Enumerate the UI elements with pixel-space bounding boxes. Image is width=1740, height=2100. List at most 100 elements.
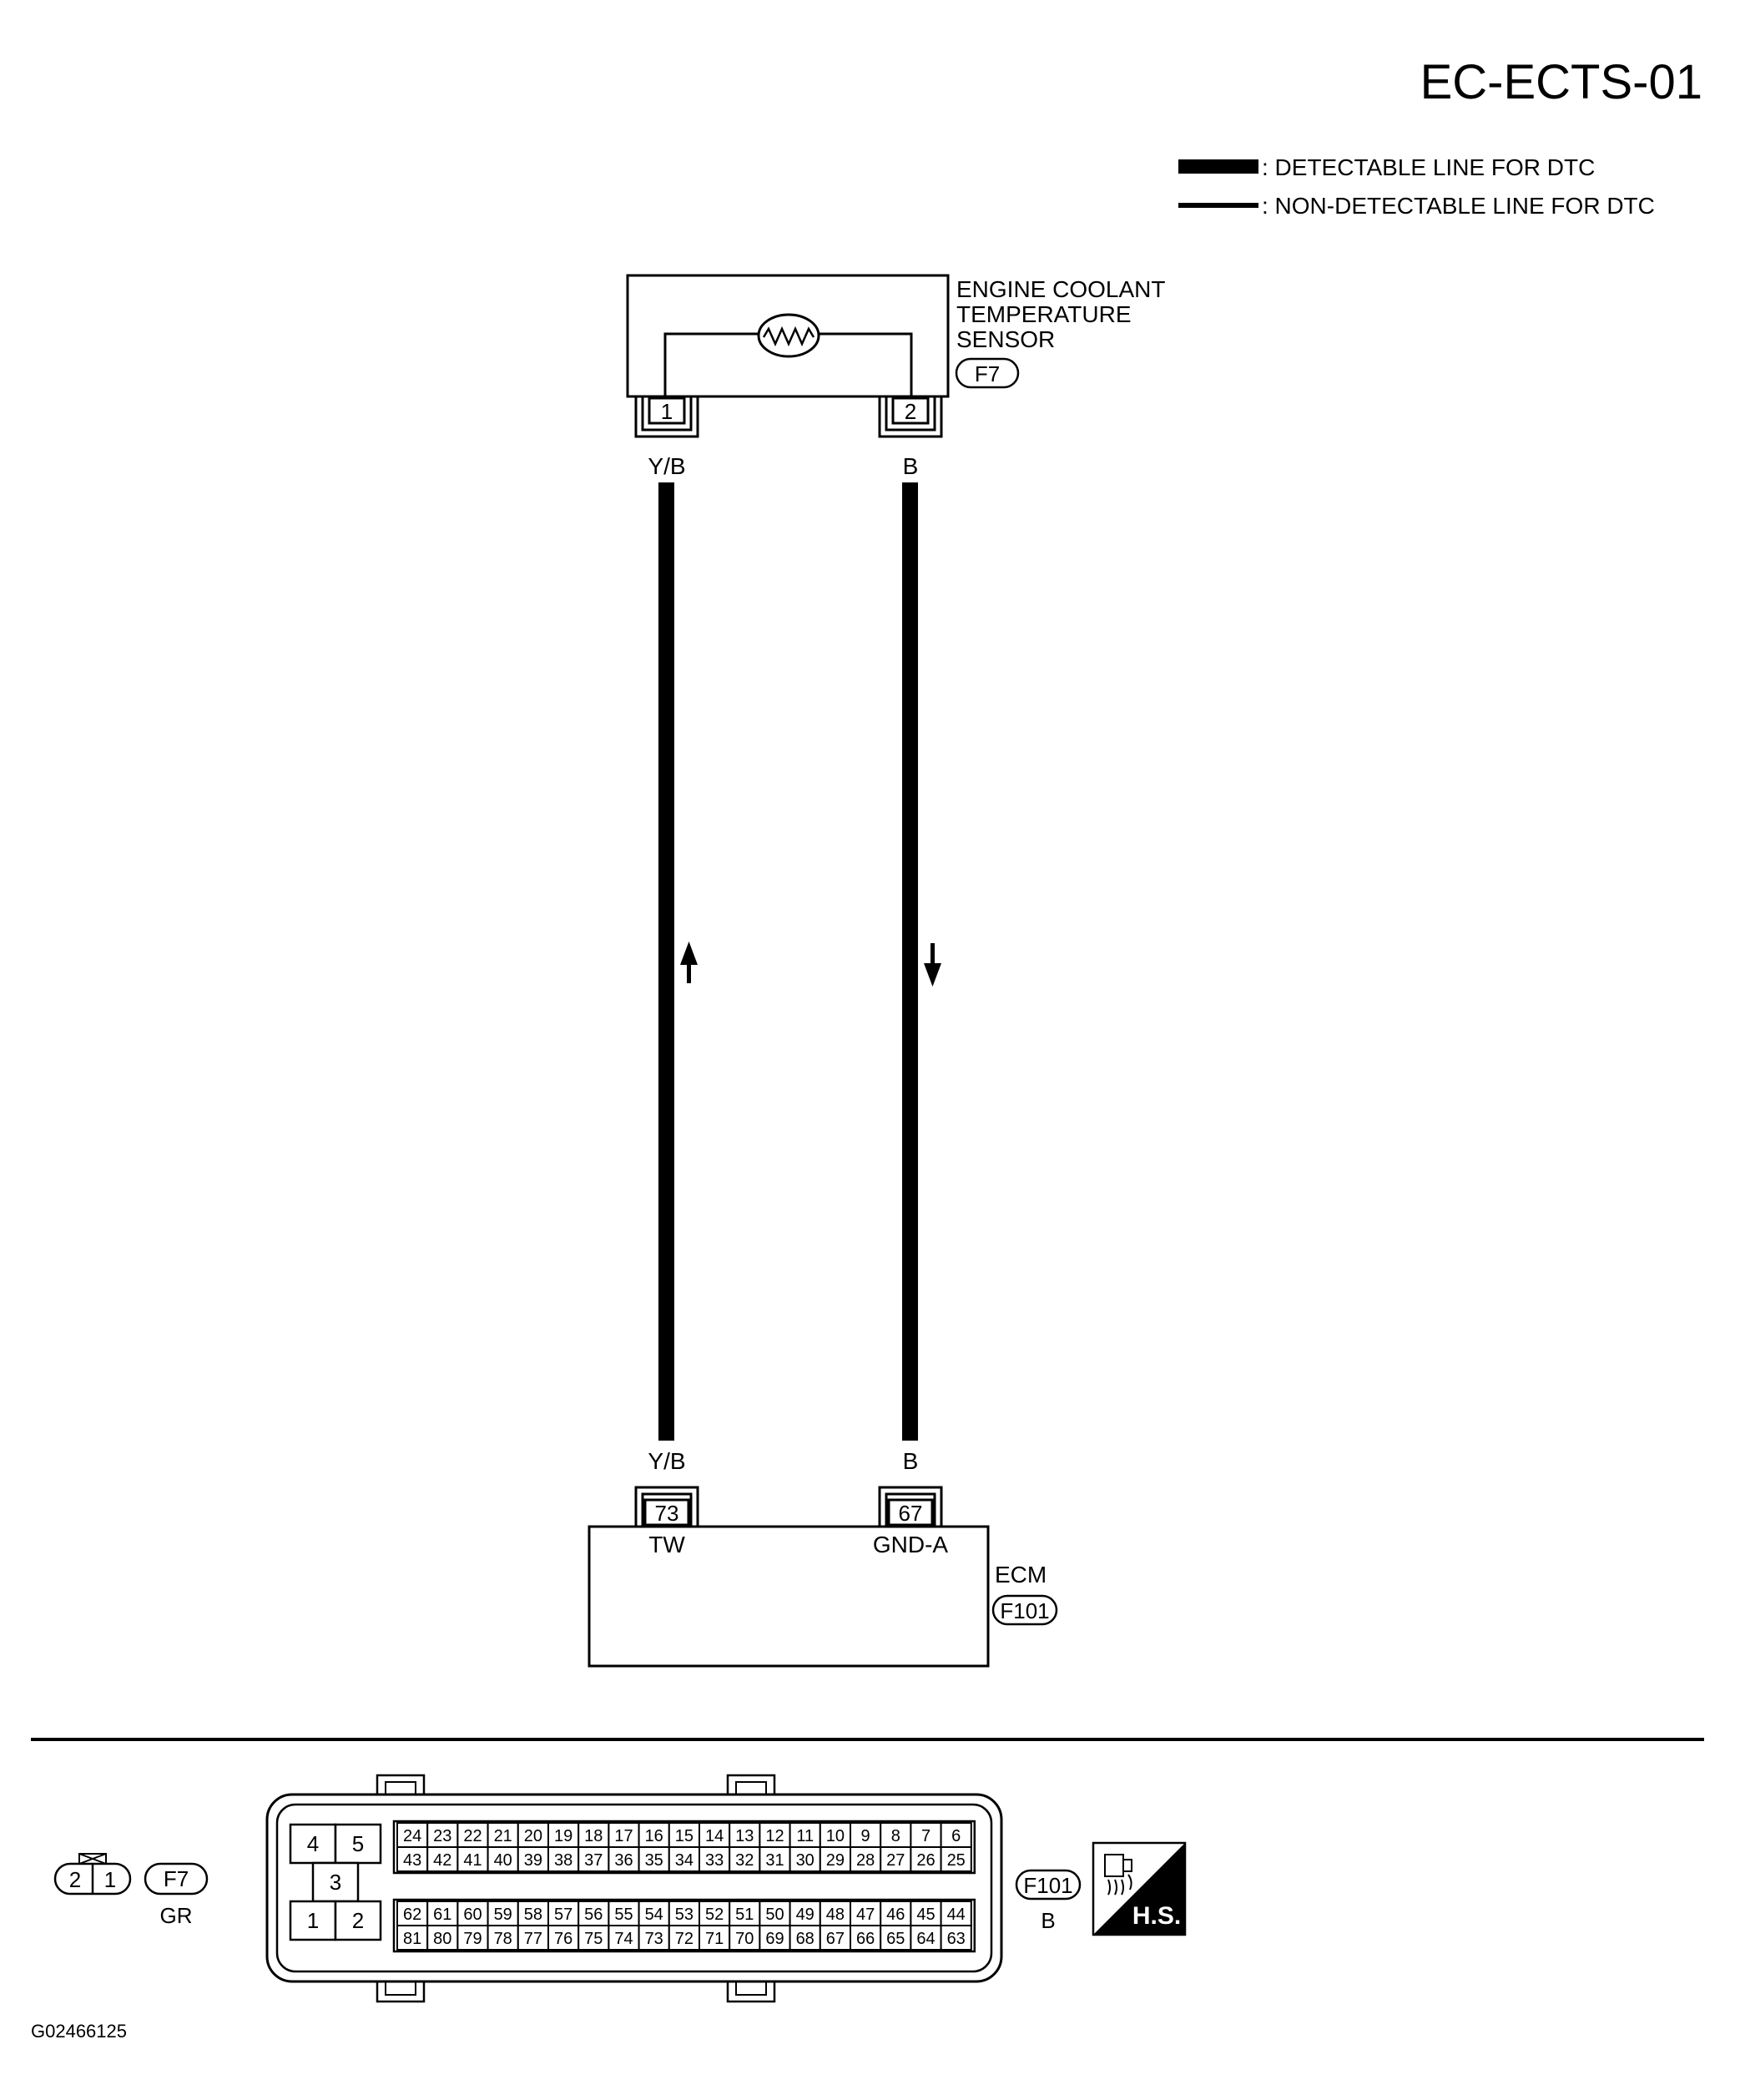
arrow-down-icon bbox=[924, 943, 941, 987]
f101-cavity-number: 27 bbox=[886, 1851, 905, 1870]
arrow-up-icon bbox=[680, 941, 698, 983]
f101-color: B bbox=[1041, 1908, 1055, 1933]
legend-thin-line bbox=[1178, 203, 1258, 208]
f101-big-pin-5: 5 bbox=[352, 1831, 364, 1856]
f101-cavity-number: 48 bbox=[826, 1906, 845, 1924]
wire-2-detectable-line bbox=[902, 482, 918, 1441]
f101-cavity-number: 62 bbox=[403, 1906, 421, 1924]
legend-detectable-label: : DETECTABLE LINE FOR DTC bbox=[1262, 154, 1595, 180]
f101-cavity-number: 39 bbox=[524, 1851, 542, 1870]
f101-cavity bbox=[789, 1901, 821, 1926]
section-divider bbox=[31, 1738, 1704, 1741]
f101-cavity bbox=[396, 1822, 429, 1848]
f101-cavity bbox=[456, 1925, 489, 1951]
f101-cavity-number: 29 bbox=[826, 1851, 845, 1870]
f101-cavity-number: 36 bbox=[614, 1851, 633, 1870]
f101-cavity-number: 9 bbox=[861, 1827, 870, 1845]
f101-cavity-number: 18 bbox=[584, 1827, 603, 1845]
f101-cavity-number: 23 bbox=[433, 1827, 451, 1845]
f101-cavity bbox=[940, 1925, 972, 1951]
f101-cavity bbox=[789, 1846, 821, 1872]
f101-cavity-number: 13 bbox=[735, 1827, 754, 1845]
f101-cavity bbox=[940, 1822, 972, 1848]
f101-big-pin-3: 3 bbox=[330, 1870, 341, 1895]
f101-cavity bbox=[759, 1901, 791, 1926]
f101-cavity-number: 45 bbox=[916, 1906, 935, 1924]
wire-2-color-bottom: B bbox=[903, 1448, 919, 1474]
f101-cavity-number: 69 bbox=[765, 1930, 784, 1948]
figure-id: G02466125 bbox=[31, 2021, 127, 2042]
f101-cavity-number: 65 bbox=[886, 1930, 905, 1948]
f7-code-badge bbox=[144, 1862, 209, 1896]
f101-cavity-number: 59 bbox=[494, 1906, 512, 1924]
harness-side-badge: H.S. bbox=[1092, 1841, 1187, 1936]
f101-cavity-number: 12 bbox=[765, 1827, 784, 1845]
sensor-name-line-3: SENSOR bbox=[956, 326, 1055, 352]
sensor-pin-2-label: 2 bbox=[905, 399, 916, 424]
f101-big-pin-2: 2 bbox=[352, 1908, 364, 1933]
legend-non-detectable-label: : NON-DETECTABLE LINE FOR DTC bbox=[1262, 193, 1655, 219]
f101-cavity-number: 58 bbox=[524, 1906, 542, 1924]
f101-cavity-number: 81 bbox=[403, 1930, 421, 1948]
f101-cavity-number: 10 bbox=[826, 1827, 845, 1845]
ecm-signal-gnd-a: GND-A bbox=[873, 1532, 949, 1557]
f101-cavity-number: 16 bbox=[645, 1827, 663, 1845]
f101-cavity bbox=[940, 1846, 972, 1872]
f101-cavity-number: 49 bbox=[796, 1906, 815, 1924]
f101-cavity bbox=[426, 1822, 459, 1848]
f101-cavity-number: 51 bbox=[735, 1906, 754, 1924]
f101-cavity-number: 56 bbox=[584, 1906, 603, 1924]
f7-connector-view: 2 1 F7 GR bbox=[53, 1853, 209, 1928]
f101-cavity-number: 52 bbox=[705, 1906, 724, 1924]
f101-cavity bbox=[699, 1925, 731, 1951]
f101-cavity-number: 38 bbox=[554, 1851, 572, 1870]
f101-cavity bbox=[699, 1901, 731, 1926]
f101-cavity-number: 80 bbox=[433, 1930, 451, 1948]
f101-cavity bbox=[608, 1822, 640, 1848]
f101-cavity-number: 19 bbox=[554, 1827, 572, 1845]
f101-code-badge bbox=[1015, 1869, 1082, 1901]
f101-cavity-number: 31 bbox=[765, 1851, 784, 1870]
f101-cavity-number: 64 bbox=[916, 1930, 935, 1948]
f101-cavity bbox=[577, 1822, 610, 1848]
sensor-connector-badge bbox=[955, 357, 1020, 389]
f101-cavity-number: 74 bbox=[614, 1930, 633, 1948]
f101-cavity bbox=[819, 1901, 851, 1926]
f101-cavity-number: 28 bbox=[856, 1851, 875, 1870]
coolant-temperature-sensor: ENGINE COOLANT TEMPERATURE SENSOR F7 bbox=[626, 274, 1165, 398]
ecm-name: ECM bbox=[995, 1562, 1047, 1588]
f101-cavity-number: 53 bbox=[675, 1906, 693, 1924]
sensor-terminal-2: 2 bbox=[878, 396, 943, 438]
f101-cavity-number: 41 bbox=[463, 1851, 482, 1870]
f101-cavity-number: 26 bbox=[916, 1851, 935, 1870]
f101-cavity-number: 22 bbox=[463, 1827, 482, 1845]
f101-cavity-number: 71 bbox=[705, 1930, 724, 1948]
sensor-connector-code: F7 bbox=[975, 361, 1000, 386]
wire-1-color-bottom: Y/B bbox=[648, 1448, 685, 1474]
f101-cavity-number: 7 bbox=[921, 1827, 931, 1845]
f101-cavity-number: 67 bbox=[826, 1930, 845, 1948]
f101-cavity-number: 25 bbox=[947, 1851, 966, 1870]
f101-cavity-number: 66 bbox=[856, 1930, 875, 1948]
f7-color: GR bbox=[160, 1903, 193, 1928]
f101-cavity-number: 15 bbox=[675, 1827, 693, 1845]
ecm-unit: TW GND-A ECM F101 bbox=[588, 1525, 1058, 1668]
sensor-name-line-2: TEMPERATURE bbox=[956, 301, 1132, 327]
f101-cavity-number: 72 bbox=[675, 1930, 693, 1948]
f101-cavity bbox=[880, 1925, 912, 1951]
f101-cavity-number: 37 bbox=[584, 1851, 603, 1870]
hs-badge-text: H.S. bbox=[1132, 1902, 1181, 1930]
f101-cavity-number: 57 bbox=[554, 1906, 572, 1924]
f101-cavity bbox=[789, 1822, 821, 1848]
f101-cavity-number: 46 bbox=[886, 1906, 905, 1924]
legend: : DETECTABLE LINE FOR DTC : NON-DETECTAB… bbox=[1178, 154, 1655, 219]
f101-cavity-number: 50 bbox=[765, 1906, 784, 1924]
ecm-terminal-67: 67 bbox=[878, 1486, 943, 1527]
f101-cavity bbox=[456, 1901, 489, 1926]
sensor-terminal-1: 1 bbox=[634, 396, 699, 438]
wire-1-color-top: Y/B bbox=[648, 453, 685, 479]
f101-cavity bbox=[880, 1822, 912, 1848]
